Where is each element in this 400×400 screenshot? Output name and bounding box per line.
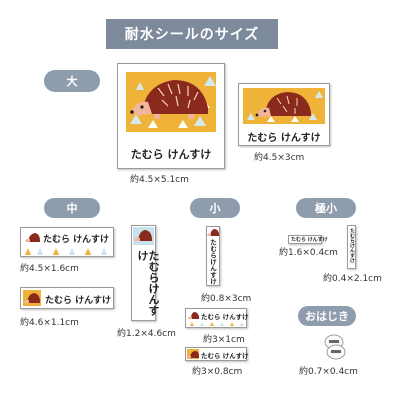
hedgehog-illustration (126, 72, 216, 132)
name-label: たむら けんすけ (43, 235, 109, 245)
page-title: 耐水シールのサイズ (106, 19, 278, 49)
name-label-vertical: たむらけんすけ (208, 239, 217, 285)
sticker-large-wide: たむら けんすけ (238, 83, 330, 146)
size-label: 約0.4×2.1cm (323, 274, 382, 284)
size-label: 約3×0.8cm (192, 367, 243, 377)
sticker-medium-1: たむら けんすけ (20, 227, 114, 257)
size-label: 約0.8×3cm (201, 294, 252, 304)
size-label: 約3×1cm (203, 335, 245, 345)
hedgehog-icon (188, 312, 199, 319)
name-label-vertical: たむらけんすけ (349, 228, 355, 263)
category-medium-badge: 中 (44, 198, 100, 218)
size-label: 約4.6×1.1cm (20, 318, 79, 328)
sticker-medium-vertical: たむらけんすけ (131, 225, 160, 321)
sticker-small-1: たむら けんすけ (185, 308, 249, 328)
sticker-large-tall: たむら けんすけ (117, 63, 225, 169)
triangle-pattern (190, 322, 244, 326)
name-label: たむら けんすけ (45, 296, 111, 306)
size-label: 約1.6×0.4cm (279, 248, 338, 258)
name-label: たむら けんすけ (201, 352, 249, 360)
sticker-tiny-vertical: たむらけんすけ (347, 225, 356, 269)
size-label: 約4.5×3cm (254, 153, 305, 163)
hedgehog-icon (207, 229, 219, 236)
category-ohajiki-badge: おはじき (298, 306, 356, 326)
hedgehog-icon (133, 227, 154, 245)
size-label: 約1.2×4.6cm (117, 329, 176, 339)
hedgehog-icon (23, 290, 41, 306)
name-label: たむら けんすけ (247, 133, 321, 144)
category-large-badge: 大 (44, 70, 100, 92)
name-label-vertical: たむらけんすけ (136, 250, 160, 316)
sticker-tiny-horizontal: たむら けんすけ (288, 235, 328, 244)
hedgehog-illustration (243, 88, 325, 124)
size-label: 約4.5×5.1cm (130, 175, 189, 185)
hedgehog-icon (25, 233, 40, 242)
triangle-pattern (25, 248, 107, 255)
sticker-small-2: たむら けんすけ (185, 347, 249, 361)
size-label: 約0.7×0.4cm (299, 367, 358, 377)
category-small-badge: 小 (190, 198, 240, 218)
name-label: たむら けんすけ (130, 148, 212, 161)
ohajiki-chips (324, 334, 346, 360)
sticker-medium-2: たむら けんすけ (20, 287, 114, 309)
name-label: たむら けんすけ (291, 237, 328, 243)
hedgehog-icon (187, 349, 199, 359)
size-label: 約4.5×1.6cm (20, 264, 79, 274)
category-tiny-badge: 極小 (296, 198, 356, 218)
name-label: たむら けんすけ (201, 313, 249, 321)
sticker-small-vertical: たむらけんすけ (206, 226, 220, 286)
